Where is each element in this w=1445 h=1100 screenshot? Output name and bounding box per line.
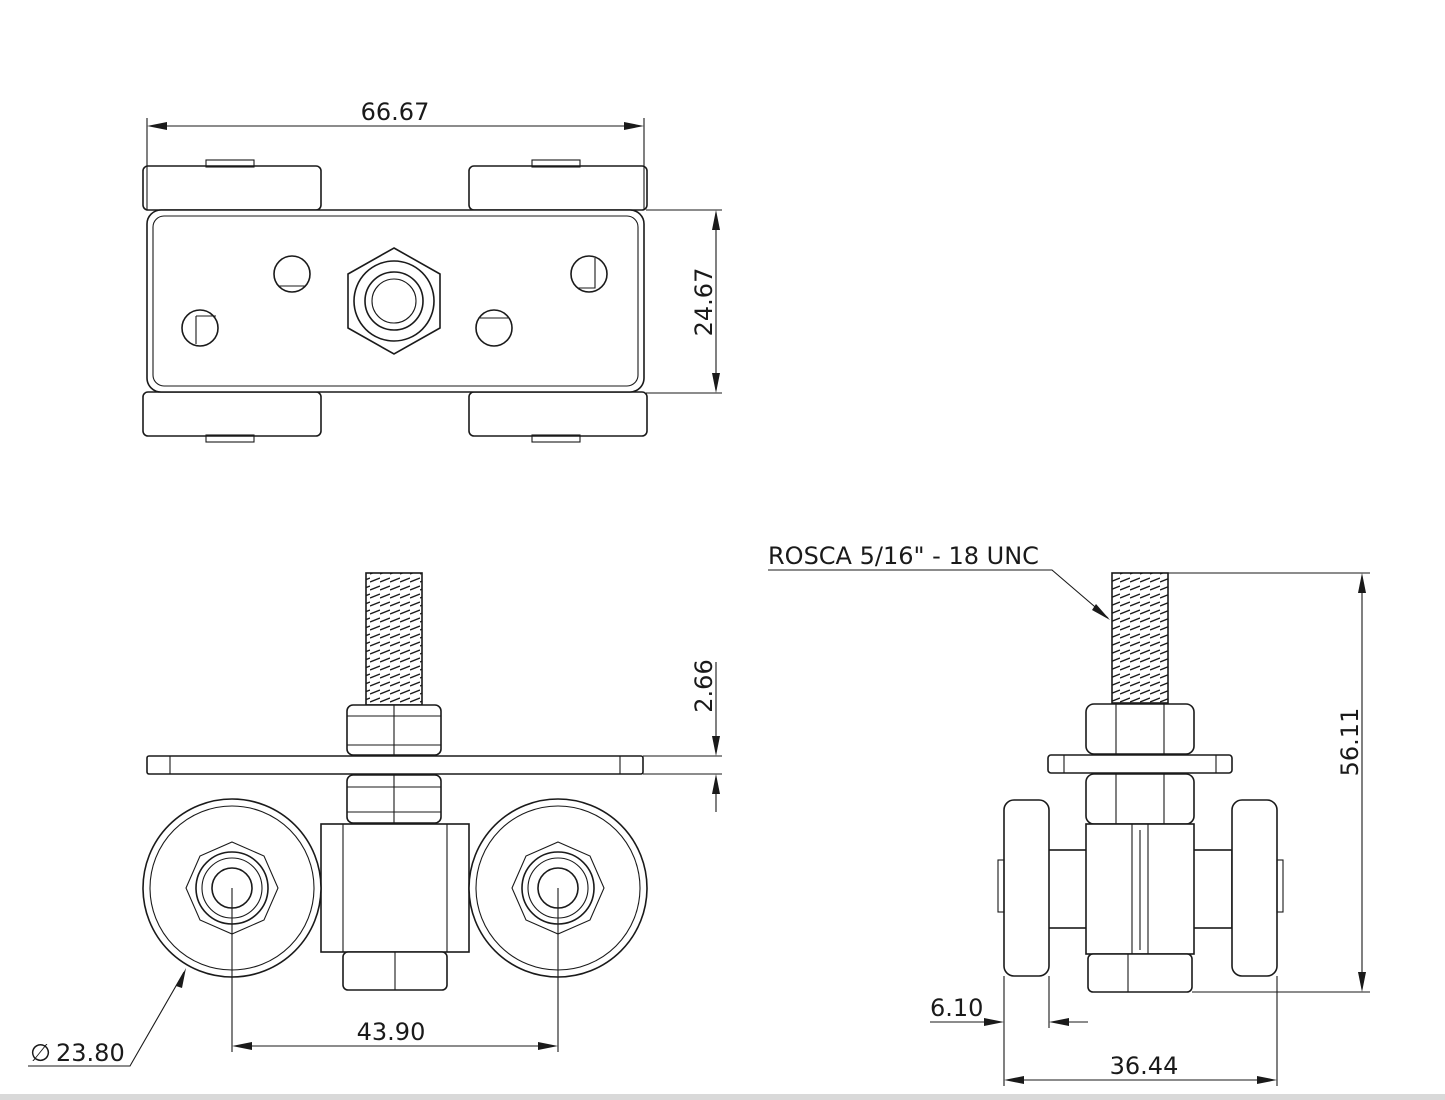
dim-wheel-width: 6.10: [930, 994, 983, 1022]
hole: [475, 309, 513, 347]
top-wheel-left-top: [142, 165, 322, 211]
hex-nut-top: [347, 247, 441, 355]
side-lower-nut: [1085, 773, 1195, 825]
dim-wheel-diameter: 23.80: [56, 1039, 125, 1067]
callout-thread: ROSCA 5/16" - 18 UNC: [768, 542, 1039, 570]
side-wheel-right: [1231, 799, 1278, 977]
front-dimensions: 2.66 43.90 ∅ 23.80: [28, 659, 722, 1067]
side-threaded-stud: [1111, 572, 1169, 704]
dim-wheel-diameter-symbol: ∅: [30, 1039, 51, 1067]
side-dimensions: ROSCA 5/16" - 18 UNC 56.11 6.10 36.44: [768, 542, 1370, 1086]
hole: [181, 309, 219, 347]
dim-overall-height: 56.11: [1336, 708, 1364, 777]
hole: [570, 255, 608, 293]
dim-plate-thickness: 2.66: [690, 659, 718, 712]
dim-overall-width: 36.44: [1110, 1052, 1179, 1080]
hole: [273, 255, 311, 293]
side-upper-nut: [1085, 703, 1195, 755]
top-dimensions: 66.67 24.67: [146, 98, 722, 394]
threaded-stud: [365, 572, 423, 706]
top-wheel-left-bottom: [142, 391, 322, 437]
dim-width-total: 66.67: [361, 98, 430, 126]
top-wheel-right-top: [468, 165, 648, 211]
side-plate: [1047, 754, 1233, 774]
top-wheel-right-bottom: [468, 391, 648, 437]
bottom-bar: [0, 1094, 1445, 1100]
side-bottom-nut: [1087, 953, 1193, 993]
dim-wheel-spacing: 43.90: [357, 1018, 426, 1046]
front-view: [142, 572, 648, 991]
dim-plate-height: 24.67: [690, 268, 718, 337]
front-plate: [146, 755, 644, 775]
side-wheel-left: [1003, 799, 1050, 977]
top-view: [142, 159, 648, 443]
side-view: [997, 572, 1284, 993]
